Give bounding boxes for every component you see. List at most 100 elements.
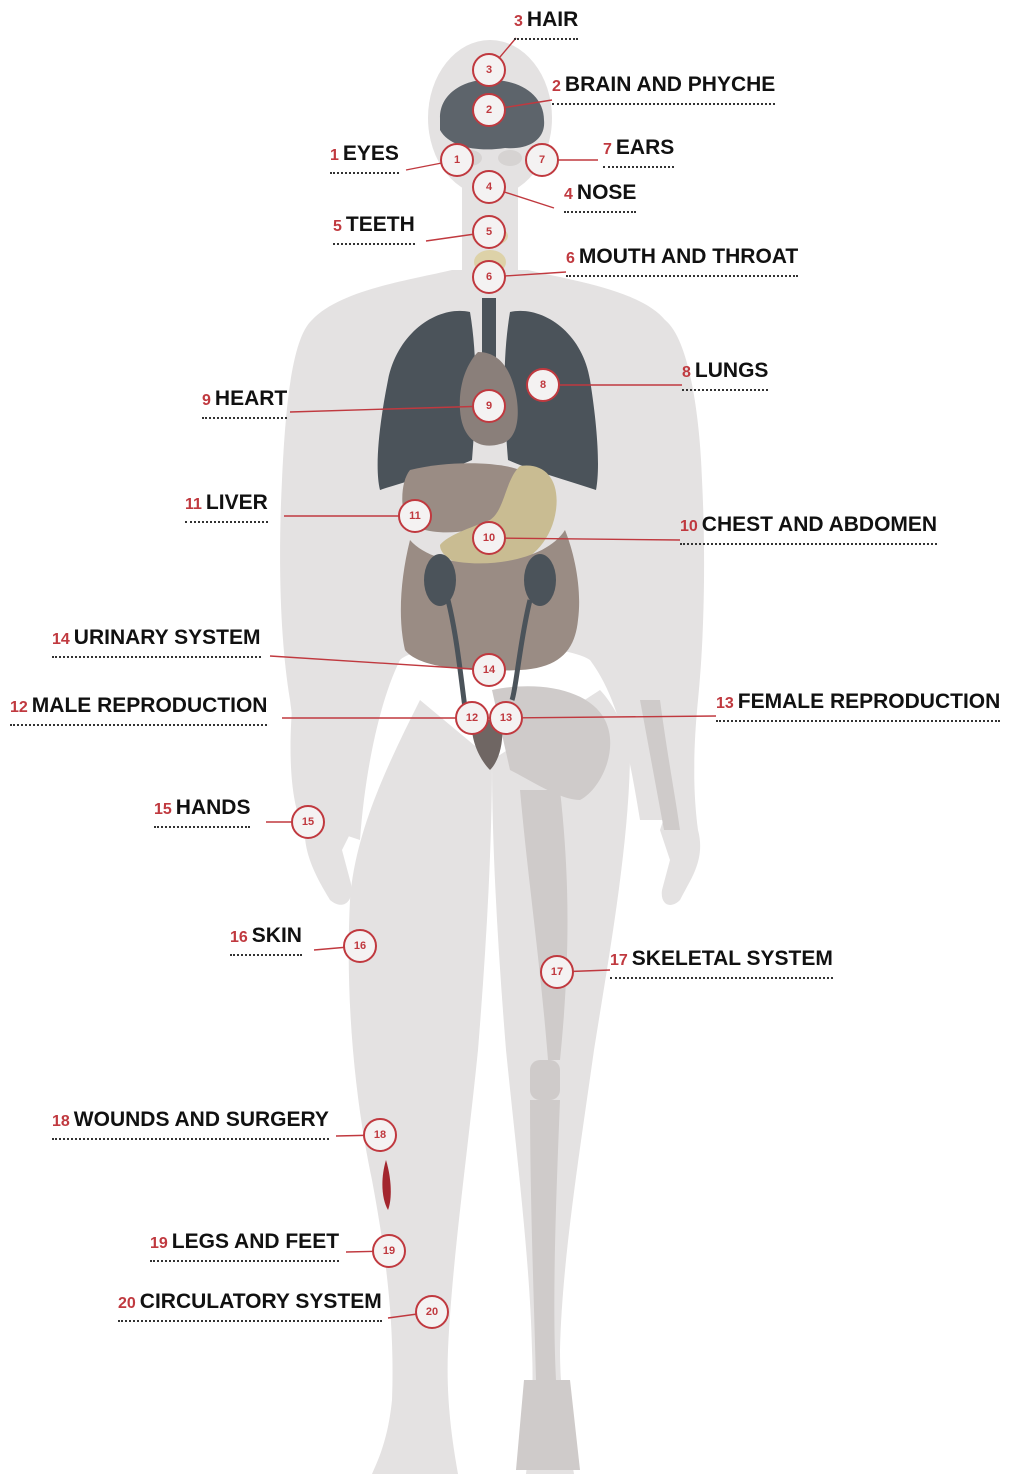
marker-19[interactable]: 19 [372,1234,406,1268]
marker-9[interactable]: 9 [472,389,506,423]
marker-4[interactable]: 4 [472,170,506,204]
label-text: EYES [343,142,399,165]
label-number: 7 [603,141,612,158]
trachea [482,298,496,358]
dotted-underline [185,521,268,523]
marker-1[interactable]: 1 [440,143,474,177]
label-text: CIRCULATORY SYSTEM [140,1290,382,1313]
label-number: 18 [52,1113,70,1130]
label-text: HANDS [176,796,251,819]
dotted-underline [202,417,287,419]
label-number: 14 [52,631,70,648]
dotted-underline [603,166,674,168]
label-text: LEGS AND FEET [172,1230,339,1253]
marker-10[interactable]: 10 [472,521,506,555]
label-number: 16 [230,929,248,946]
marker-6[interactable]: 6 [472,260,506,294]
dotted-underline [682,389,768,391]
label-number: 15 [154,801,172,818]
label-number: 2 [552,78,561,95]
dotted-underline [610,977,833,979]
label-text: LUNGS [695,359,769,382]
label-number: 20 [118,1295,136,1312]
marker-7[interactable]: 7 [525,143,559,177]
label-number: 3 [514,13,523,30]
label-text: URINARY SYSTEM [74,626,261,649]
label-text: BRAIN AND PHYCHE [565,73,775,96]
dotted-underline [564,211,636,213]
label-number: 5 [333,218,342,235]
label-number: 10 [680,518,698,535]
label-text: TEETH [346,213,415,236]
dotted-underline [118,1320,382,1322]
label-text: HEART [215,387,287,410]
label-text: SKIN [252,924,302,947]
label-number: 13 [716,695,734,712]
dotted-underline [514,38,578,40]
label-text: FEMALE REPRODUCTION [738,690,1001,713]
label-text: WOUNDS AND SURGERY [74,1108,329,1131]
marker-13[interactable]: 13 [489,701,523,735]
dotted-underline [150,1260,339,1262]
label-number: 9 [202,392,211,409]
right-leg [349,700,492,1474]
dotted-underline [10,724,267,726]
marker-12[interactable]: 12 [455,701,489,735]
label-number: 6 [566,250,575,267]
marker-16[interactable]: 16 [343,929,377,963]
dotted-underline [552,103,775,105]
label-text: HAIR [527,8,578,31]
label-number: 4 [564,186,573,203]
marker-14[interactable]: 14 [472,653,506,687]
marker-11[interactable]: 11 [398,499,432,533]
label-number: 17 [610,952,628,969]
label-text: LIVER [206,491,268,514]
label-number: 8 [682,364,691,381]
marker-20[interactable]: 20 [415,1295,449,1329]
dotted-underline [680,543,937,545]
dotted-underline [716,720,1000,722]
label-number: 12 [10,699,28,716]
label-text: EARS [616,136,674,159]
marker-3[interactable]: 3 [472,53,506,87]
label-text: NOSE [577,181,637,204]
label-number: 19 [150,1235,168,1252]
marker-2[interactable]: 2 [472,93,506,127]
dotted-underline [230,954,302,956]
marker-15[interactable]: 15 [291,805,325,839]
marker-18[interactable]: 18 [363,1118,397,1152]
dotted-underline [333,243,415,245]
label-number: 11 [185,496,202,513]
label-text: MALE REPRODUCTION [32,694,268,717]
label-text: CHEST AND ABDOMEN [702,513,937,536]
marker-8[interactable]: 8 [526,368,560,402]
marker-17[interactable]: 17 [540,955,574,989]
dotted-underline [154,826,250,828]
dotted-underline [330,172,399,174]
dotted-underline [52,656,261,658]
marker-5[interactable]: 5 [472,215,506,249]
label-text: SKELETAL SYSTEM [632,947,833,970]
dotted-underline [566,275,798,277]
